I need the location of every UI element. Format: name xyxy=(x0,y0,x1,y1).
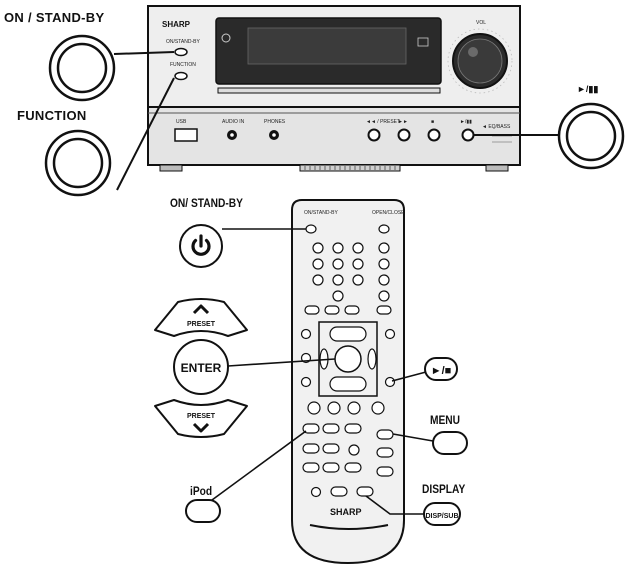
remote-side-btn-2[interactable] xyxy=(379,259,389,269)
remote-pill-5[interactable] xyxy=(323,424,339,433)
remote-on-standby-small[interactable] xyxy=(306,225,316,233)
remote-pill-14[interactable] xyxy=(331,487,347,496)
remote-enter-small[interactable] xyxy=(335,346,361,372)
preset-up-label: PRESET xyxy=(187,321,216,328)
svg-text:OPEN/CLOSE: OPEN/CLOSE xyxy=(372,210,405,216)
display-button-label: DISP/SUB xyxy=(425,513,458,520)
label-display: DISPLAY xyxy=(422,482,465,496)
remote-num-7[interactable] xyxy=(313,275,323,285)
remote-side-btn-5[interactable] xyxy=(302,330,311,339)
unit-forward-button[interactable] xyxy=(399,130,410,141)
svg-text:ON/STAND-BY: ON/STAND-BY xyxy=(304,210,338,216)
unit-on-standby-button[interactable] xyxy=(175,49,187,56)
remote-pill-7[interactable] xyxy=(303,444,319,453)
preset-down-label: PRESET xyxy=(187,413,216,420)
svg-text:■: ■ xyxy=(431,119,434,125)
remote-pill-row xyxy=(305,306,391,314)
remote-callout-preset-down: PRESET xyxy=(155,400,247,437)
remote-round-btn-6[interactable] xyxy=(312,488,321,497)
remote-play-pause-small[interactable] xyxy=(386,378,395,387)
remote-num-6[interactable] xyxy=(353,259,363,269)
label-on-standby-unit: ON / STAND-BY xyxy=(4,10,104,25)
svg-text:ON/STAND-BY: ON/STAND-BY xyxy=(166,39,200,45)
label-on-standby-remote: ON/ STAND-BY xyxy=(170,196,243,210)
remote-callout-on-standby xyxy=(180,225,306,267)
svg-text:VOL: VOL xyxy=(476,20,486,26)
unit-stop-button[interactable] xyxy=(429,130,440,141)
label-function: FUNCTION xyxy=(17,108,87,123)
remote-callout-preset-up: PRESET xyxy=(155,299,247,336)
remote-display-small[interactable] xyxy=(357,487,373,496)
remote-pill-1[interactable] xyxy=(305,306,319,314)
remote-right-small[interactable] xyxy=(368,349,376,369)
svg-text:USB: USB xyxy=(176,119,187,125)
remote-pill-4[interactable] xyxy=(377,306,391,314)
remote-menu-small[interactable] xyxy=(377,430,393,439)
menu-button[interactable] xyxy=(433,432,467,454)
remote-num-0[interactable] xyxy=(333,291,343,301)
remote-pill-3[interactable] xyxy=(345,306,359,314)
unit-usb-port-icon xyxy=(175,129,197,141)
remote-num-4[interactable] xyxy=(313,259,323,269)
svg-text:►►: ►► xyxy=(398,119,408,125)
remote-round-btn-2[interactable] xyxy=(328,402,340,414)
unit-brand-logo: SHARP xyxy=(162,20,191,29)
svg-text:AUDIO IN: AUDIO IN xyxy=(222,119,245,125)
unit-function-button[interactable] xyxy=(175,73,187,80)
svg-text:PHONES: PHONES xyxy=(264,119,286,125)
remote-pill-2[interactable] xyxy=(325,306,339,314)
svg-text:◄◄ / PRESET: ◄◄ / PRESET xyxy=(366,119,400,125)
remote-num-5[interactable] xyxy=(333,259,343,269)
remote-round-btn-1[interactable] xyxy=(308,402,320,414)
remote-round-btn-5[interactable] xyxy=(349,445,359,455)
ipod-button[interactable] xyxy=(186,500,220,522)
unit-rewind-button[interactable] xyxy=(369,130,380,141)
svg-text:►/▮▮: ►/▮▮ xyxy=(460,119,472,125)
remote-pill-13[interactable] xyxy=(377,467,393,476)
remote-pill-10[interactable] xyxy=(303,463,319,472)
remote-pill-11[interactable] xyxy=(323,463,339,472)
label-ipod: iPod xyxy=(190,484,212,498)
remote-open-close-button[interactable] xyxy=(379,225,389,233)
remote-num-1[interactable] xyxy=(313,243,323,253)
remote-side-btn-4[interactable] xyxy=(379,291,389,301)
remote-round-btn-3[interactable] xyxy=(348,402,360,414)
svg-text:◄ EQ/BASS: ◄ EQ/BASS xyxy=(482,124,511,130)
remote-pill-6[interactable] xyxy=(345,424,361,433)
unit-play-pause-button[interactable] xyxy=(463,130,474,141)
svg-text:FUNCTION: FUNCTION xyxy=(170,62,196,68)
remote-side-btn-7[interactable] xyxy=(302,378,311,387)
enter-button-label: ENTER xyxy=(181,361,222,375)
remote-pill-12[interactable] xyxy=(345,463,361,472)
remote-side-btn-1[interactable] xyxy=(379,243,389,253)
remote-preset-down-small[interactable] xyxy=(330,377,366,391)
remote-pill-8[interactable] xyxy=(323,444,339,453)
label-menu: MENU xyxy=(430,413,460,427)
remote-num-9[interactable] xyxy=(353,275,363,285)
remote-num-3[interactable] xyxy=(353,243,363,253)
remote-preset-up-small[interactable] xyxy=(330,327,366,341)
remote-callout-ipod xyxy=(186,431,306,522)
remote-brand-logo: SHARP xyxy=(330,507,362,517)
play-stop-button-label: ►/■ xyxy=(431,365,452,377)
label-play-pause-unit: ►/▮▮ xyxy=(577,84,598,95)
remote-side-btn-8[interactable] xyxy=(386,330,395,339)
remote-round-btn-4[interactable] xyxy=(372,402,384,414)
stereo-main-unit: SHARP ON/STAND-BY FUNCTION VOL USB AUDIO… xyxy=(148,6,520,171)
remote-num-2[interactable] xyxy=(333,243,343,253)
remote-num-8[interactable] xyxy=(333,275,343,285)
remote-pill-9[interactable] xyxy=(377,448,393,457)
remote-control: ON/STAND-BY OPEN/CLOSE xyxy=(292,200,405,563)
remote-side-btn-3[interactable] xyxy=(379,275,389,285)
unit-disc-slot xyxy=(218,88,440,93)
